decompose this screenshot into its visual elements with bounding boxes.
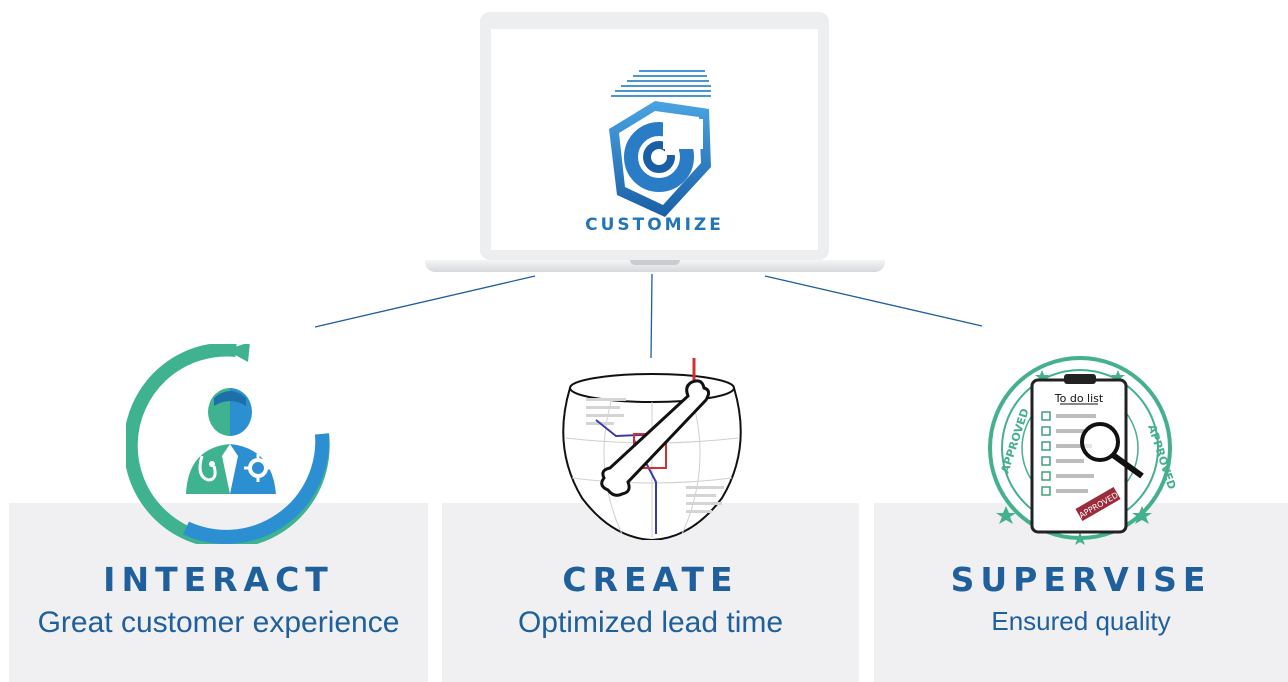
- panel-subtitle: Optimized lead time: [517, 606, 784, 639]
- approved-checklist-icon: APPROVED APPROVED To do list APPROVED: [988, 356, 1178, 545]
- laptop-screen: CUSTOMIZE: [491, 29, 818, 250]
- laptop-lid: CUSTOMIZE: [480, 12, 829, 260]
- doctor-engineer-icon: [126, 344, 330, 544]
- laptop-base: [425, 260, 885, 272]
- laptop-notch: [630, 260, 680, 265]
- checklist-heading: To do list: [1054, 392, 1104, 405]
- panel-title: SUPERVISE: [950, 560, 1212, 599]
- customize-logo-icon: [609, 70, 711, 217]
- logo-text: CUSTOMIZE: [585, 215, 724, 235]
- connector-center: [650, 273, 653, 359]
- laptop: CUSTOMIZE: [425, 12, 885, 274]
- panel-subtitle: Ensured quality: [991, 606, 1171, 636]
- panel-title: CREATE: [562, 560, 739, 599]
- bone-sphere-icon: [562, 358, 742, 540]
- panel-subtitle: Great customer experience: [37, 606, 400, 639]
- connector-left: [314, 275, 536, 328]
- connector-right: [764, 275, 983, 327]
- panel-title: INTERACT: [103, 560, 334, 599]
